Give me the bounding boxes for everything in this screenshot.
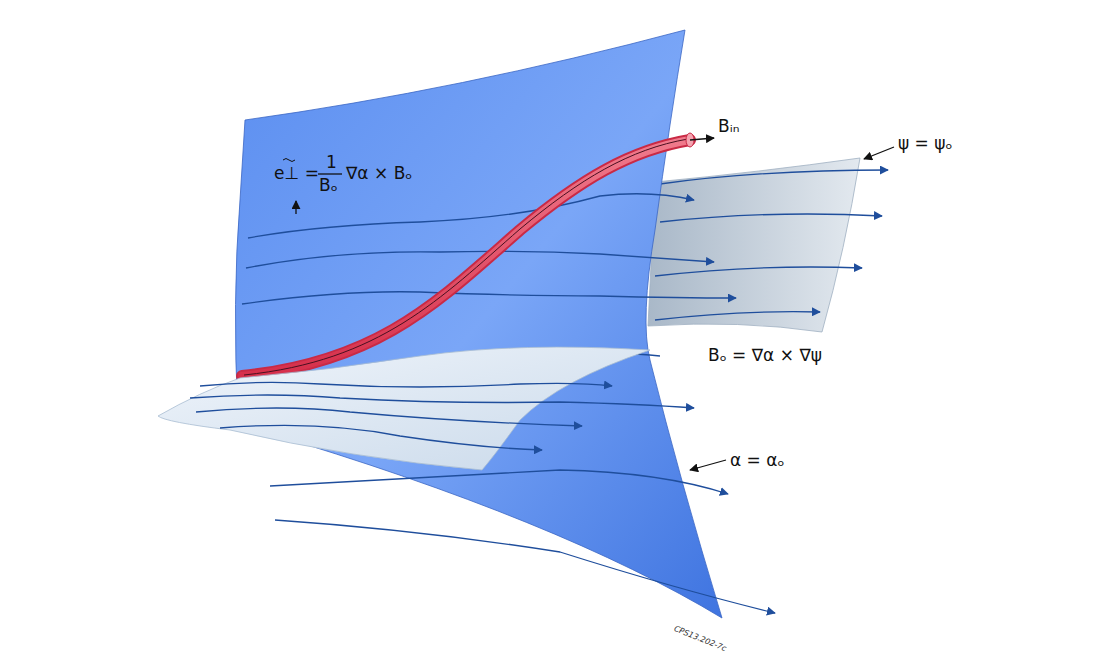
flux-tube <box>242 140 690 376</box>
vector-tilde <box>283 159 295 162</box>
math-label: 1 <box>326 152 337 172</box>
figure-code: CPS13.202-7c <box>672 624 728 654</box>
alpha-leader <box>690 460 726 470</box>
b-in-arrow <box>690 138 714 140</box>
math-label: Bₒ = ∇α × ∇ψ <box>708 345 822 365</box>
math-label: ∇α × Bₒ <box>346 163 412 183</box>
psi-surface-front <box>158 347 650 470</box>
psi-leader <box>864 147 894 159</box>
fraction-bar <box>318 173 342 174</box>
e-perp-pointer <box>295 201 296 214</box>
alpha-surface <box>235 30 722 618</box>
tube-field-line <box>244 139 688 375</box>
field-lines-front <box>190 382 694 450</box>
math-label: α = αₒ <box>730 450 785 470</box>
math-label: ψ = ψₒ <box>898 133 953 153</box>
math-label: Bᵢₙ <box>718 116 739 136</box>
psi-surface <box>648 158 860 332</box>
math-label: Bₒ <box>319 175 338 195</box>
flux-tube-core <box>242 140 690 376</box>
math-label: e⊥ = <box>274 163 319 183</box>
